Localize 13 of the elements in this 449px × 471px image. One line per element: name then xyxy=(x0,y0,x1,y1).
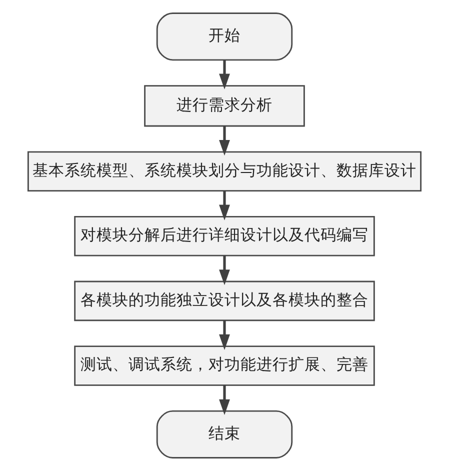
node-box: 进行需求分析 xyxy=(144,85,305,127)
arrow xyxy=(219,320,230,350)
node-box: 各模块的功能独立设计以及各模块的整合 xyxy=(74,280,375,322)
arrow xyxy=(219,60,230,90)
node-box: 开始 xyxy=(156,12,293,61)
node-box: 基本系统模型、系统模块划分与功能设计、数据库设计 xyxy=(27,151,422,192)
arrow xyxy=(219,190,230,220)
arrow xyxy=(219,256,230,286)
arrow xyxy=(219,126,230,156)
arrow xyxy=(219,385,230,415)
node-box: 对模块分解后进行详细设计以及代码编写 xyxy=(74,216,375,256)
node-box: 结束 xyxy=(156,410,293,458)
node-box: 测试、调试系统，对功能进行扩展、完善 xyxy=(74,346,375,386)
